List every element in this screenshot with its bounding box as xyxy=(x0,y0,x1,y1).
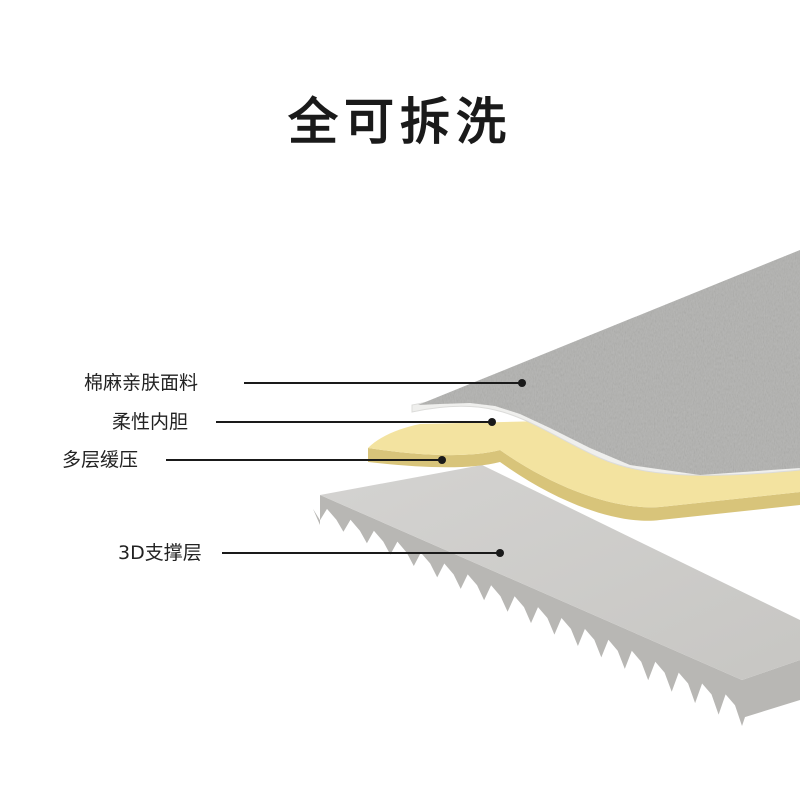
label-support: 3D支撑层 xyxy=(118,542,202,564)
leader-dot-support xyxy=(496,549,504,557)
leader-support xyxy=(222,552,500,554)
foam-layer-side xyxy=(368,448,800,521)
support-layer-top xyxy=(320,465,800,680)
leader-dot-fabric xyxy=(518,379,526,387)
leader-fabric xyxy=(244,382,522,384)
page-title: 全可拆洗 xyxy=(288,93,512,151)
leader-fleece xyxy=(216,421,492,423)
label-fleece: 柔性内胆 xyxy=(112,411,189,433)
label-fabric: 棉麻亲肤面料 xyxy=(84,372,199,394)
fabric-layer xyxy=(418,250,800,475)
leader-foam xyxy=(166,459,442,461)
label-foam: 多层缓压 xyxy=(62,449,139,471)
leader-dot-fleece xyxy=(488,418,496,426)
leader-dot-foam xyxy=(438,456,446,464)
